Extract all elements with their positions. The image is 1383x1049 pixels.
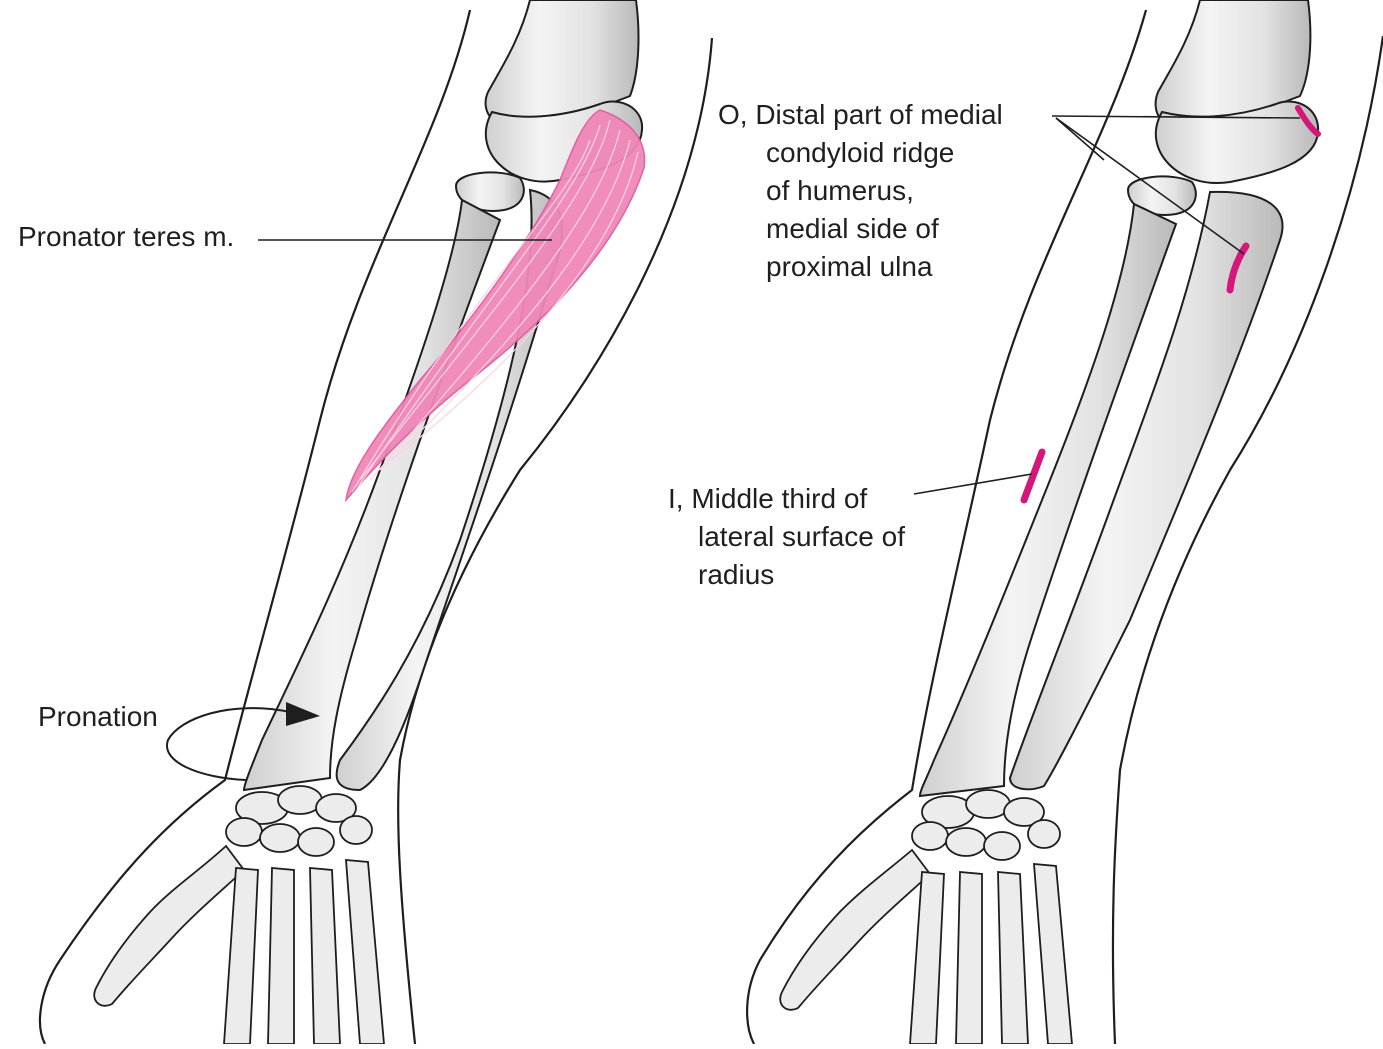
insertion-mark-radius <box>1024 452 1042 500</box>
origin-line-5: proximal ulna <box>718 248 1003 286</box>
origin-label: O, Distal part of medial condyloid ridge… <box>718 96 1003 286</box>
right-carpals <box>912 790 1060 860</box>
right-finger-bones <box>910 864 1072 1044</box>
left-carpals <box>226 786 372 856</box>
origin-line-4: medial side of <box>718 210 1003 248</box>
pronation-label: Pronation <box>38 698 158 736</box>
left-arm <box>40 0 712 1044</box>
insertion-leader-line <box>914 474 1032 494</box>
left-thumb-bones <box>94 846 244 1006</box>
insertion-line-2: lateral surface of <box>668 518 905 556</box>
insertion-line-3: radius <box>668 556 905 594</box>
origin-line-1: O, Distal part of medial <box>718 96 1003 134</box>
pronator-teres-label: Pronator teres m. <box>18 218 234 256</box>
left-radius <box>244 200 500 790</box>
right-thumb-bones <box>780 850 930 1010</box>
left-finger-bones <box>224 860 384 1044</box>
origin-line-3: of humerus, <box>718 172 1003 210</box>
pronator-teres-text: Pronator teres m. <box>18 218 234 256</box>
insertion-label: I, Middle third of lateral surface of ra… <box>668 480 905 594</box>
origin-line-2: condyloid ridge <box>718 134 1003 172</box>
pronation-text: Pronation <box>38 698 158 736</box>
insertion-line-1: I, Middle third of <box>668 480 905 518</box>
